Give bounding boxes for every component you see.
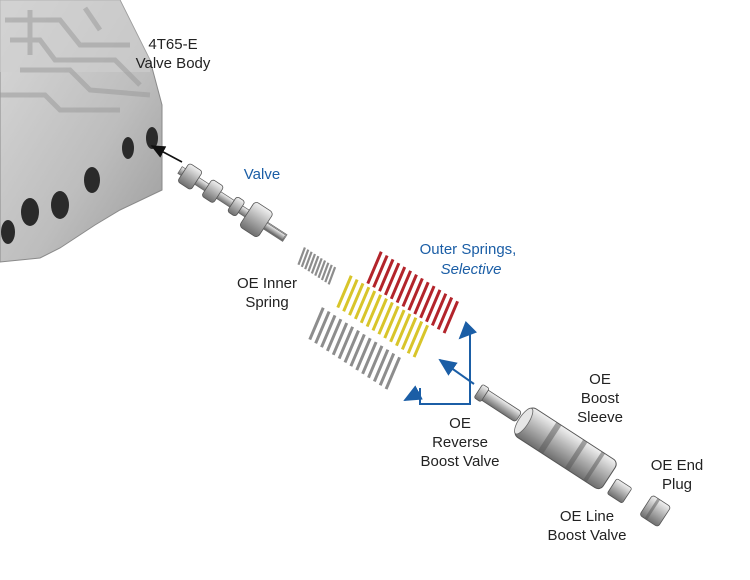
- valve-body-casting: [0, 0, 163, 263]
- outer-spring-yellow: [336, 275, 429, 358]
- boost-sleeve: [514, 407, 617, 490]
- selective-springs-bracket: [403, 321, 477, 405]
- label-outer-springs: Outer Springs,: [419, 241, 517, 258]
- line-boost-valve: [607, 478, 632, 503]
- label-valve-body: 4T65-E Valve Body: [135, 36, 211, 72]
- label-line-boost-valve: OE Line Boost Valve: [547, 508, 627, 544]
- valve-body-arrow: [150, 145, 183, 163]
- end-plug: [640, 495, 671, 527]
- label-outer-springs-selective: Selective: [440, 261, 502, 278]
- valve-spool: [177, 163, 288, 242]
- outer-spring-gray: [308, 307, 401, 390]
- label-valve: Valve: [243, 166, 281, 183]
- label-end-plug: OE End Plug: [650, 457, 704, 493]
- label-boost-sleeve: OE Boost Sleeve: [577, 371, 623, 426]
- outer-spring-red: [366, 251, 459, 334]
- reverse-boost-valve: [474, 384, 522, 422]
- inner-spring: [297, 247, 337, 285]
- label-inner-spring: OE Inner Spring: [236, 275, 298, 311]
- label-reverse-boost-valve: OE Reverse Boost Valve: [420, 415, 500, 470]
